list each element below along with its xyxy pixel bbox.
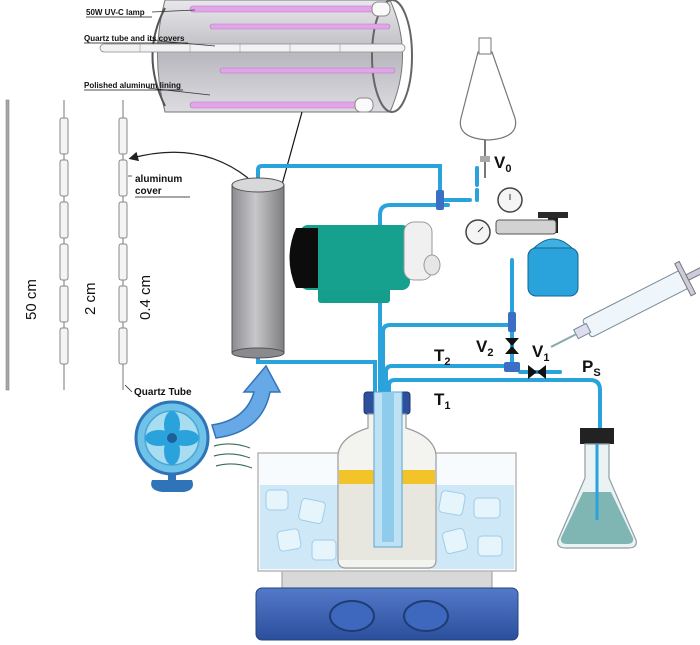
symbol-v2: V2 bbox=[476, 337, 493, 359]
dimension-50cm: 50 cm bbox=[23, 279, 40, 320]
uv-reactor-cylinder bbox=[231, 177, 285, 359]
tube-fittings bbox=[436, 190, 520, 372]
symbol-v0: V0 bbox=[494, 153, 511, 175]
insert-arrow bbox=[128, 151, 249, 179]
lamp-label: 50W UV-C lamp bbox=[86, 8, 145, 17]
quartz-tube-schematics: 50 cm 2 cm 0.4 cm aluminum cover Quartz … bbox=[5, 99, 192, 398]
magnetic-stirrer bbox=[255, 569, 519, 641]
peristaltic-pump bbox=[289, 221, 441, 303]
separatory-funnel bbox=[459, 37, 517, 178]
symbol-t2: T2 bbox=[434, 346, 451, 368]
airflow-arrow bbox=[211, 364, 282, 439]
gas-cylinder-regulator bbox=[465, 187, 579, 297]
aluminum-cover-label-1: aluminum bbox=[135, 174, 182, 185]
cooling-fan bbox=[134, 400, 210, 492]
erlenmeyer-flask bbox=[557, 428, 637, 549]
dimension-2cm: 2 cm bbox=[82, 282, 99, 315]
symbol-ps: PS bbox=[582, 357, 601, 379]
symbol-t1: T1 bbox=[434, 390, 451, 412]
dimension-0.4cm: 0.4 cm bbox=[137, 275, 154, 320]
quartz-tube-label: Quartz tube and its covers bbox=[84, 34, 185, 43]
syringe bbox=[550, 260, 700, 348]
uv-lamp-tubes bbox=[189, 5, 396, 109]
symbol-v1: V1 bbox=[532, 342, 549, 364]
airflow-lines bbox=[213, 443, 253, 469]
quartz-tube-in-lamp bbox=[99, 43, 406, 53]
valve-v1[interactable] bbox=[528, 365, 546, 379]
tubing-network bbox=[256, 164, 602, 432]
reaction-bottle bbox=[337, 391, 437, 569]
aluminum-lining-label: Polished aluminum lining bbox=[84, 81, 181, 90]
aluminum-cover-label-2: cover bbox=[135, 186, 162, 197]
quartz-tube-bottom-label: Quartz Tube bbox=[134, 387, 192, 398]
valve-v2[interactable] bbox=[505, 338, 519, 354]
uv-lamp-enclosure: 50W UV-C lamp Quartz tube and its covers… bbox=[84, 0, 413, 113]
